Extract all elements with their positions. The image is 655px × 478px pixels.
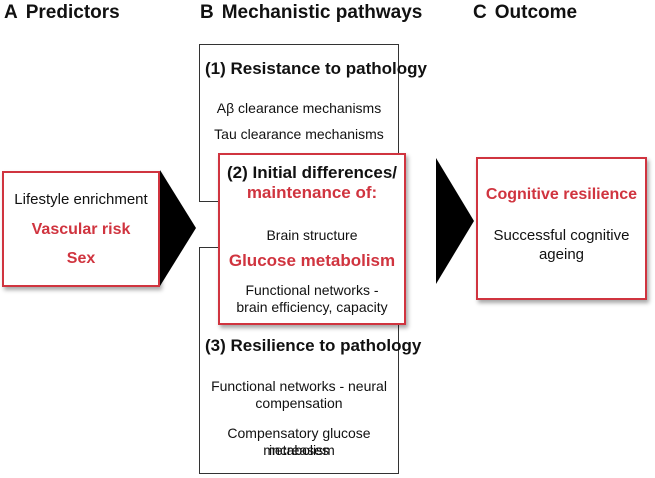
header-title-mechanistic-pathways: Mechanistic pathways — [221, 2, 423, 23]
functional-networks-efficiency-line2: brain efficiency, capacity — [236, 299, 388, 315]
predictors-box: Lifestyle enrichment Vascular risk Sex — [2, 171, 160, 287]
functional-networks-compensation-line1: Functional networks - neural — [211, 378, 387, 394]
tau-clearance: Tau clearance mechanisms — [214, 126, 384, 142]
predictor-sex: Sex — [66, 250, 96, 267]
predictor-lifestyle-enrichment: Lifestyle enrichment — [14, 191, 148, 208]
header-title-outcome: Outcome — [494, 2, 578, 23]
functional-networks-efficiency-line1: Functional networks - — [245, 282, 379, 298]
header-predictors: A Predictors — [4, 2, 120, 24]
header-letter-b: B — [200, 2, 214, 23]
header-mechanistic-pathways: B Mechanistic pathways — [200, 2, 422, 24]
compensatory-glucose-line1: Compensatory glucose metabolism — [227, 425, 371, 458]
header-title-predictors: Predictors — [25, 2, 120, 23]
initial-title-line2: maintenance of: — [246, 183, 378, 202]
outcome-cognitive-resilience: Cognitive resilience — [485, 186, 638, 203]
header-outcome: C Outcome — [473, 2, 577, 24]
glucose-metabolism: Glucose metabolism — [228, 251, 396, 270]
compensatory-glucose-line2: increases — [269, 442, 329, 458]
abeta-clearance: Aβ clearance mechanisms — [216, 100, 382, 116]
header-letter-c: C — [473, 2, 487, 23]
arrow-right-icon — [160, 170, 196, 286]
initial-title-line1: (2) Initial differences/ — [226, 163, 398, 182]
functional-networks-compensation-line2: compensation — [255, 395, 343, 411]
outcome-successful-ageing-line2: ageing — [538, 246, 585, 263]
outcome-box: Cognitive resilience Successful cognitiv… — [476, 157, 647, 300]
resilience-title: (3) Resilience to pathology — [205, 336, 422, 355]
arrow-right-icon — [436, 158, 474, 284]
predictor-vascular-risk: Vascular risk — [31, 221, 131, 238]
outcome-successful-ageing-line1: Successful cognitive — [493, 227, 630, 244]
header-letter-a: A — [4, 2, 18, 23]
resistance-title: (1) Resistance to pathology — [205, 59, 427, 78]
brain-structure: Brain structure — [266, 227, 358, 243]
initial-differences-box: (2) Initial differences/ maintenance of:… — [218, 153, 406, 325]
